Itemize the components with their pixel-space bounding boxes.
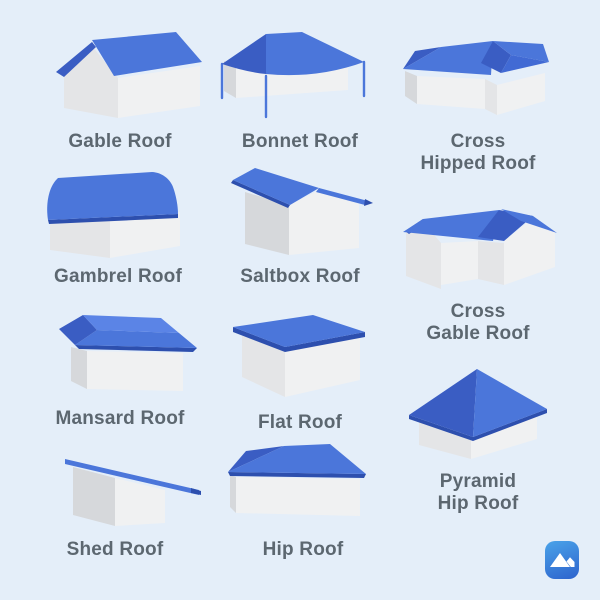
- gable-roof-illustration: [50, 26, 205, 121]
- pyramid-hip-roof-label: Pyramid Hip Roof: [437, 471, 519, 514]
- cross-gable-roof-label: Cross Gable Roof: [426, 301, 530, 344]
- cross-gable-roof-illustration: [401, 181, 571, 296]
- mansard-roof-label: Mansard Roof: [55, 408, 185, 429]
- cross-hipped-roof-label: Cross Hipped Roof: [420, 131, 536, 174]
- hip-roof-label: Hip Roof: [262, 539, 344, 560]
- shed-roof-label: Shed Roof: [66, 539, 164, 560]
- flat-roof-illustration: [200, 302, 370, 402]
- bonnet-roof-label: Bonnet Roof: [241, 131, 359, 152]
- gable-roof-label: Gable Roof: [68, 131, 172, 152]
- saltbox-roof-illustration: [227, 167, 387, 272]
- gambrel-roof-label: Gambrel Roof: [53, 266, 183, 287]
- flat-roof-label: Flat Roof: [257, 412, 343, 433]
- hip-roof-illustration: [218, 439, 388, 544]
- saltbox-roof-label: Saltbox Roof: [240, 266, 360, 287]
- mansard-roof-illustration: [53, 303, 213, 403]
- roof-logo-icon: [550, 553, 575, 567]
- pyramid-hip-roof-illustration: [397, 363, 557, 473]
- gambrel-roof-illustration: [34, 168, 194, 273]
- cross-hipped-roof-illustration: [397, 5, 567, 117]
- bonnet-roof-illustration: [202, 16, 377, 126]
- shed-roof-illustration: [59, 451, 219, 541]
- logo-badge: [545, 541, 579, 579]
